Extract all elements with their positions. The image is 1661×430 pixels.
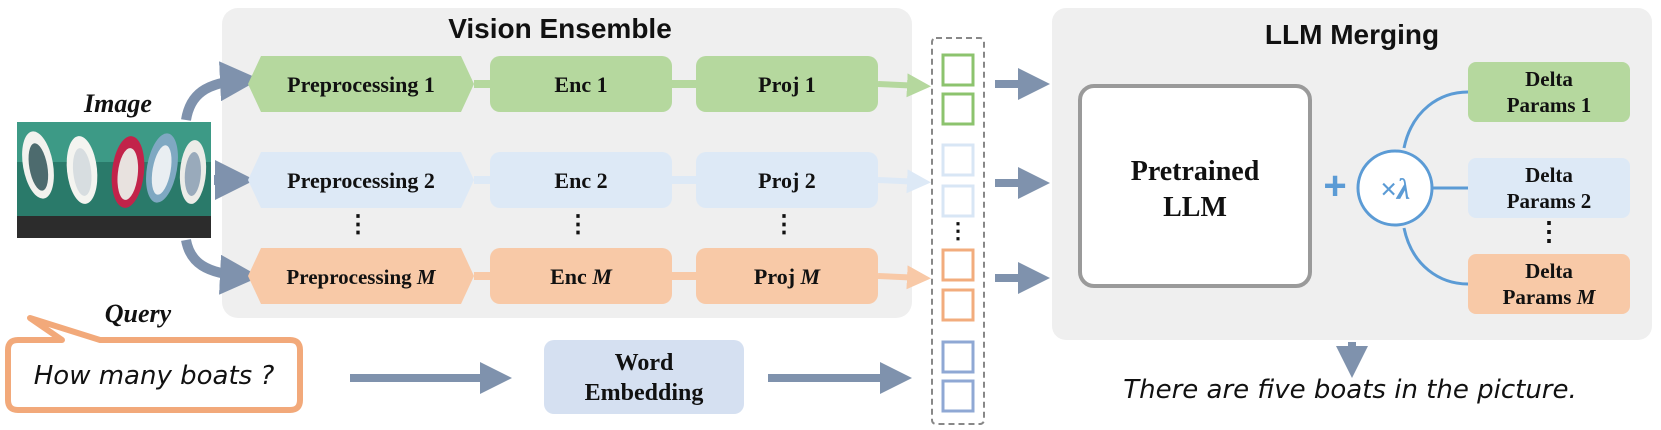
plus-symbol: + (1323, 164, 1346, 208)
lambda-branch-bottom (1402, 227, 1469, 286)
delta-params-m-line1: Delta (1525, 259, 1573, 283)
token-blue-1 (941, 143, 975, 177)
ellipsis-proj: ⋮ (772, 212, 796, 238)
enc-2-block (490, 152, 672, 208)
image-label: Image (83, 89, 152, 118)
preprocessing-m-block (248, 248, 474, 304)
proj-2-label: Proj 2 (758, 168, 816, 193)
token-green-2 (941, 92, 975, 126)
italic-m: M (591, 264, 613, 289)
proj-m-block (696, 248, 878, 304)
proj-m-label: Proj M (754, 264, 822, 289)
proj-m-arrow (877, 265, 931, 290)
italic-m: M (416, 265, 437, 289)
proj-2-block (696, 152, 878, 208)
delta-params-2-line2: Params 2 (1507, 189, 1592, 213)
delta-params-1-line1: Delta (1525, 67, 1573, 91)
query-bubble (5, 315, 303, 413)
italic-m: M (1576, 285, 1597, 309)
ellipsis-enc: ⋮ (566, 212, 590, 238)
token-ellipsis: ⋮ (947, 218, 969, 243)
lambda-branch-top (1402, 90, 1469, 149)
token-orange-1 (941, 248, 975, 282)
lambda-circle (1356, 149, 1434, 227)
token-text-1 (941, 340, 975, 374)
token-blue-2 (941, 184, 975, 218)
delta-ellipsis: ⋮ (1536, 217, 1562, 246)
word-embedding-block (544, 340, 744, 414)
italic-m: M (800, 264, 822, 289)
preprocessing-2-label: Preprocessing 2 (287, 168, 435, 193)
enc-2-label: Enc 2 (554, 168, 607, 193)
enc-1-label: Enc 1 (554, 72, 607, 97)
token-text-2 (941, 379, 975, 413)
enc-m-block (490, 248, 672, 304)
delta-params-2-line1: Delta (1525, 163, 1573, 187)
boats-image (17, 122, 211, 238)
token-column (931, 37, 985, 425)
preprocessing-1-label: Preprocessing 1 (287, 72, 435, 97)
preprocessing-m-label: Preprocessing M (286, 265, 436, 289)
proj-1-block (696, 56, 878, 112)
preprocessing-2-block (248, 152, 474, 208)
ellipsis-pre: ⋮ (346, 212, 370, 238)
query-label: Query (105, 299, 172, 328)
pretrained-llm-line1: Pretrained (1131, 156, 1260, 187)
enc-1-block (490, 56, 672, 112)
vision-ensemble-title: Vision Ensemble (448, 13, 672, 44)
pretrained-llm-line2: LLM (1163, 192, 1227, 223)
delta-params-1-block (1468, 62, 1630, 122)
preprocessing-1-block (248, 56, 474, 112)
proj-1-arrow (877, 73, 931, 98)
word-embedding-line2: Embedding (585, 380, 704, 406)
delta-params-m-line2: Params M (1503, 285, 1597, 309)
pretrained-llm-box (1078, 84, 1312, 288)
proj-1-label: Proj 1 (758, 72, 816, 97)
image-arrow-1 (181, 61, 260, 121)
token-green-1 (941, 53, 975, 87)
image-arrow-3 (181, 238, 260, 295)
proj-2-arrow (877, 169, 931, 194)
delta-params-2-block (1468, 158, 1630, 218)
delta-params-m-block (1468, 254, 1630, 314)
output-text: There are five boats in the picture. (1123, 375, 1577, 405)
query-text: How many boats ? (34, 361, 275, 391)
token-orange-2 (941, 288, 975, 322)
lambda-label: ×λ (1380, 173, 1410, 206)
delta-params-1-line2: Params 1 (1507, 93, 1592, 117)
enc-m-label: Enc M (550, 264, 613, 289)
llm-merging-title: LLM Merging (1265, 19, 1439, 50)
word-embedding-line1: Word (615, 350, 674, 376)
